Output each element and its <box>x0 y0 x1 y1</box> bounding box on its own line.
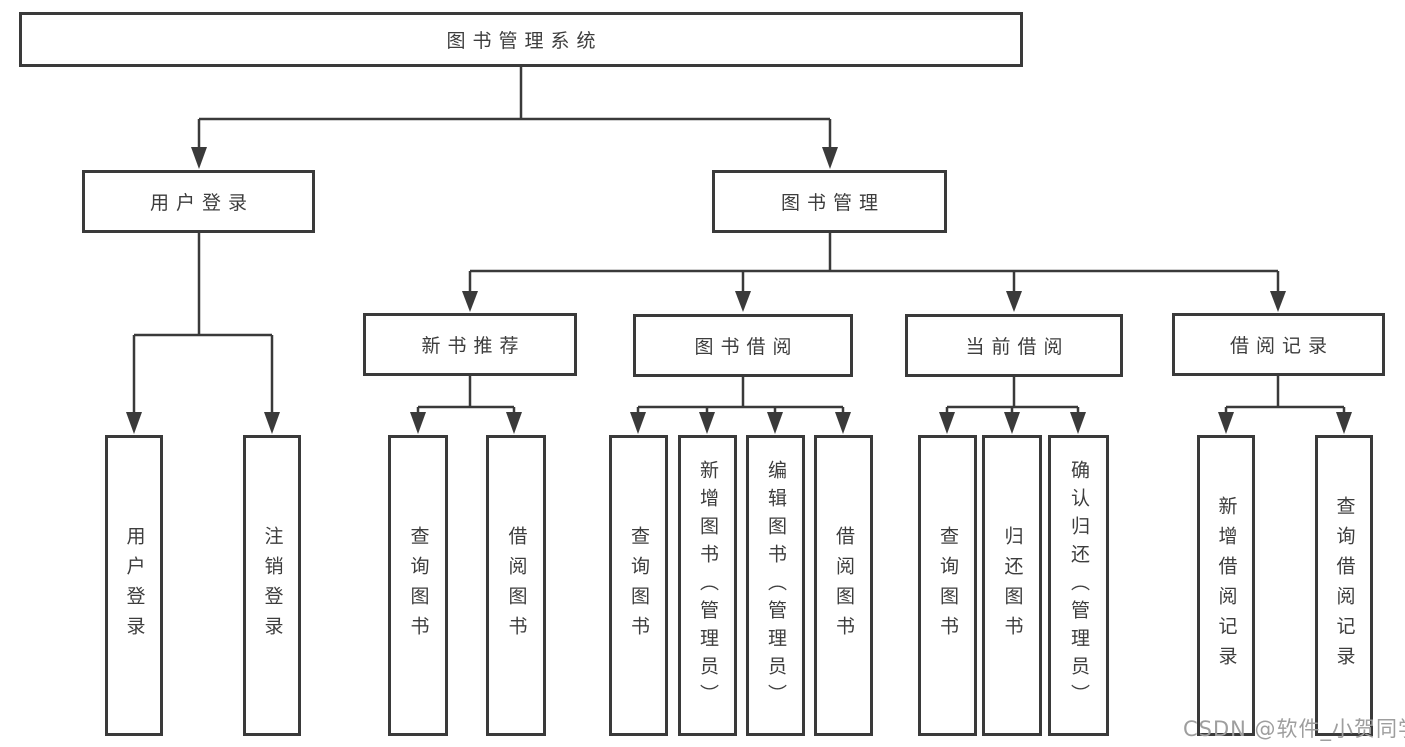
node-label: 借阅图书 <box>833 525 855 646</box>
leaf-user-login: 用户登录 <box>105 435 163 736</box>
node-book-management: 图书管理 <box>712 170 947 233</box>
node-label: 用户登录 <box>123 525 146 646</box>
node-label: 图书管理系统 <box>446 30 603 52</box>
leaf-borrow-books-recommend: 借阅图书 <box>486 435 546 736</box>
node-label: 新增图书（管理员） <box>697 459 719 712</box>
leaf-confirm-return-admin: 确认归还（管理员） <box>1048 435 1109 736</box>
node-new-book-recommend: 新书推荐 <box>363 313 577 376</box>
node-label: 编辑图书（管理员） <box>765 459 787 712</box>
node-label: 新书推荐 <box>421 335 526 357</box>
node-label: 图书管理 <box>780 192 885 214</box>
node-label: 查询图书 <box>407 525 430 646</box>
node-borrow-records: 借阅记录 <box>1172 313 1385 376</box>
node-label: 新增借阅记录 <box>1215 495 1238 676</box>
leaf-return-book: 归还图书 <box>982 435 1042 736</box>
node-label: 图书借阅 <box>694 336 799 358</box>
leaf-add-borrow-record: 新增借阅记录 <box>1197 435 1255 736</box>
node-label: 用户登录 <box>149 192 254 214</box>
leaf-edit-book-admin: 编辑图书（管理员） <box>746 435 805 736</box>
node-label: 当前借阅 <box>965 336 1070 358</box>
node-current-borrow: 当前借阅 <box>905 314 1123 377</box>
node-label: 归还图书 <box>1001 525 1024 646</box>
leaf-query-books-current: 查询图书 <box>918 435 977 736</box>
leaf-logout: 注销登录 <box>243 435 301 736</box>
node-label: 查询图书 <box>628 525 650 646</box>
leaf-add-book-admin: 新增图书（管理员） <box>678 435 737 736</box>
leaf-query-borrow-record: 查询借阅记录 <box>1315 435 1373 736</box>
leaf-query-books-recommend: 查询图书 <box>388 435 448 736</box>
node-label: 借阅记录 <box>1229 335 1334 357</box>
node-label: 借阅图书 <box>505 525 528 646</box>
leaf-borrow-books: 借阅图书 <box>814 435 873 736</box>
node-label: 查询借阅记录 <box>1333 495 1356 676</box>
node-label: 注销登录 <box>261 525 284 646</box>
node-system-root: 图书管理系统 <box>19 12 1023 67</box>
node-label: 确认归还（管理员） <box>1068 459 1090 712</box>
node-user-login: 用户登录 <box>82 170 315 233</box>
node-label: 查询图书 <box>937 525 959 646</box>
csdn-watermark: CSDN @软件_小贺同学 <box>1183 717 1405 741</box>
leaf-query-books-borrow: 查询图书 <box>609 435 668 736</box>
node-book-borrow: 图书借阅 <box>633 314 853 377</box>
